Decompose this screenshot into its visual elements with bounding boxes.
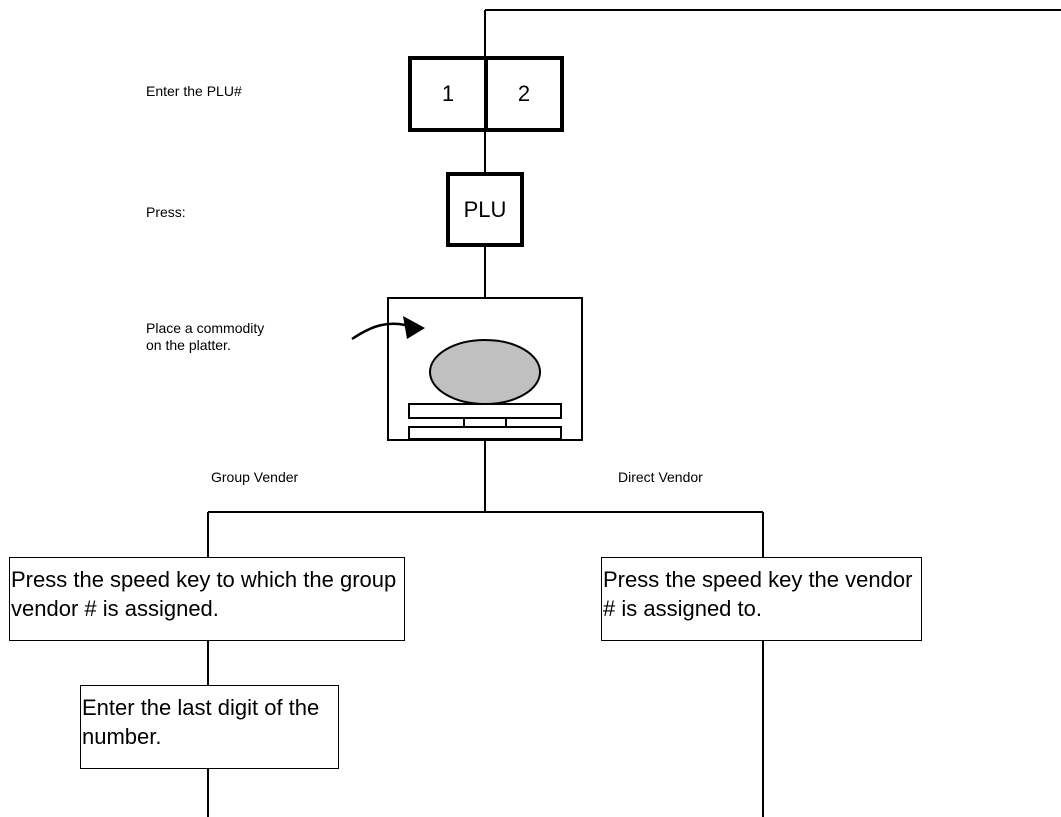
direct-speed-key-box: Press the speed key the vendor # is assi… [601, 557, 922, 641]
scale-illustration [388, 298, 582, 440]
platter-lower-bar [409, 427, 561, 439]
group-speed-key-box: Press the speed key to which the group v… [9, 557, 405, 641]
place-commodity-label: Place a commodity on the platter. [146, 320, 264, 354]
digit-key-2[interactable]: 2 [484, 56, 564, 132]
commodity-ellipse [430, 340, 540, 404]
platter-center-support [464, 418, 506, 427]
group-vender-label: Group Vender [211, 469, 298, 486]
plu-key[interactable]: PLU [446, 172, 524, 247]
digit-key-1[interactable]: 1 [408, 56, 488, 132]
press-label: Press: [146, 204, 186, 221]
platter-upper-bar [409, 404, 561, 418]
last-digit-box: Enter the last digit of the number. [80, 685, 339, 769]
enter-plu-label: Enter the PLU# [146, 83, 242, 100]
direct-vendor-label: Direct Vendor [618, 469, 703, 486]
